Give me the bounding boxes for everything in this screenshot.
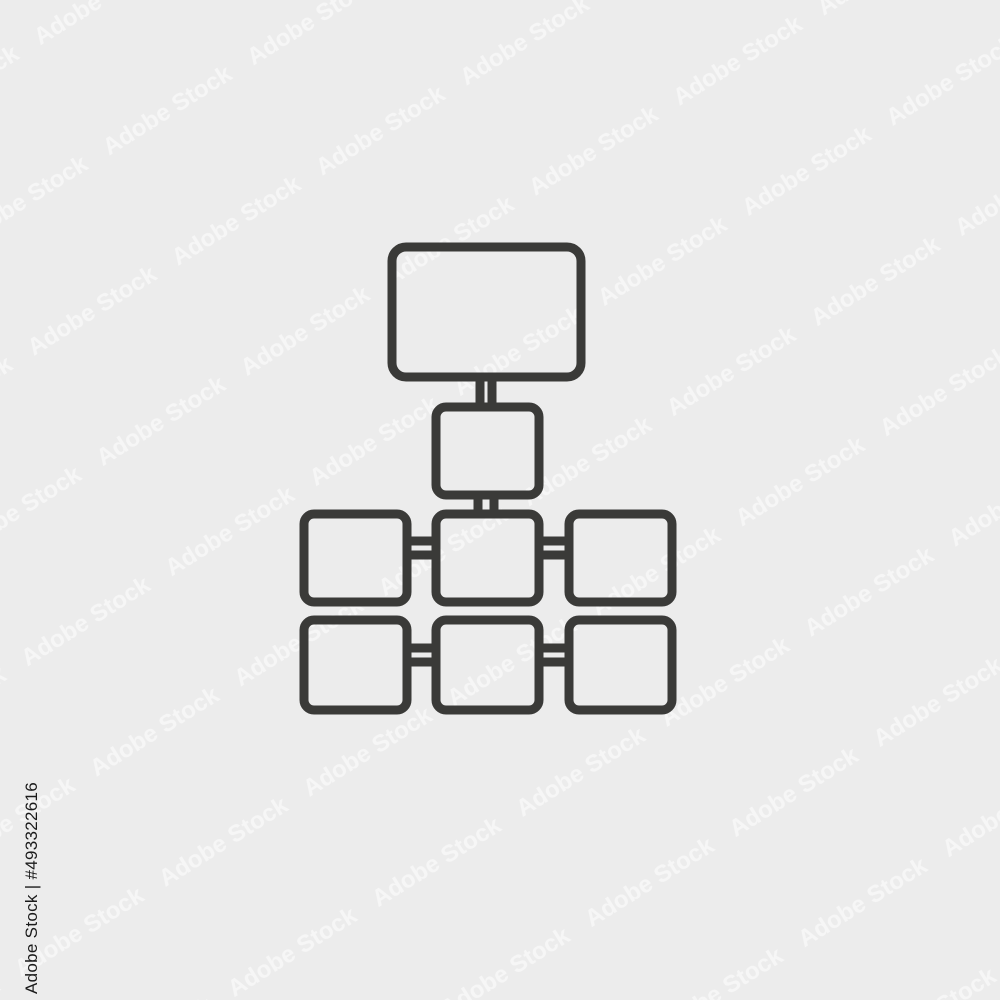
grid-box-4 [299, 615, 412, 715]
grid-box-5 [431, 615, 544, 715]
stock-id-label: Adobe Stock | #493322616 [22, 781, 41, 994]
top-box [387, 242, 586, 382]
grid-box-2 [431, 509, 544, 607]
grid-box-3 [564, 509, 677, 607]
grid-box-6 [564, 615, 677, 715]
middle-box [431, 402, 544, 500]
grid-box-1 [299, 509, 412, 607]
